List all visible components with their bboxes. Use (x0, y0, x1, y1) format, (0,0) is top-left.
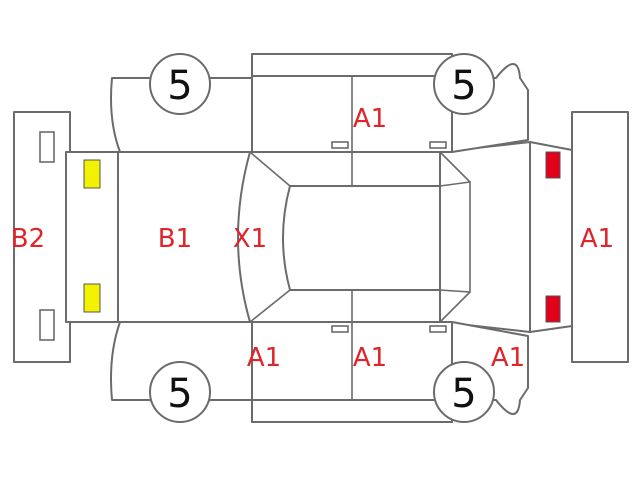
label-bottom-front-door: A1 (353, 343, 387, 373)
wheel-rear-bottom-number: 5 (167, 371, 192, 417)
front-light-bottom (545, 295, 561, 323)
top-roof-rail (251, 53, 453, 77)
label-trunk: B1 (158, 224, 192, 254)
wheel-front-top (433, 53, 495, 115)
bottom-rear-door-handle (331, 325, 349, 333)
label-top-door: A1 (353, 104, 387, 134)
wheel-front-bottom (433, 361, 495, 423)
rear-bumper-slot-top (39, 131, 55, 163)
front-grille (529, 141, 573, 333)
label-rear-bumper: B2 (11, 224, 45, 254)
rear-light-bottom (83, 283, 101, 313)
label-roof-pillar: X1 (233, 224, 267, 254)
rear-light-top (83, 159, 101, 189)
label-bottom-rear-door: A1 (247, 343, 281, 373)
front-light-top (545, 151, 561, 179)
bottom-front-door-handle (429, 325, 447, 333)
windshield-lines (439, 151, 471, 323)
rear-bumper-panel (13, 111, 71, 363)
rear-bumper-slot-bottom (39, 309, 55, 341)
wheel-front-top-number: 5 (451, 63, 476, 109)
top-rear-door-handle (331, 141, 349, 149)
label-front-bumper: A1 (580, 224, 614, 254)
pillar-lines-rear (249, 151, 291, 323)
top-front-door-handle (429, 141, 447, 149)
hood-outer (439, 141, 531, 333)
wheel-front-bottom-number: 5 (451, 371, 476, 417)
wheel-rear-bottom (149, 361, 211, 423)
wheel-rear-top (149, 53, 211, 115)
label-bottom-fender: A1 (491, 343, 525, 373)
roof-panel (282, 185, 441, 291)
wheel-rear-top-number: 5 (167, 63, 192, 109)
bottom-roof-rail (251, 399, 453, 423)
